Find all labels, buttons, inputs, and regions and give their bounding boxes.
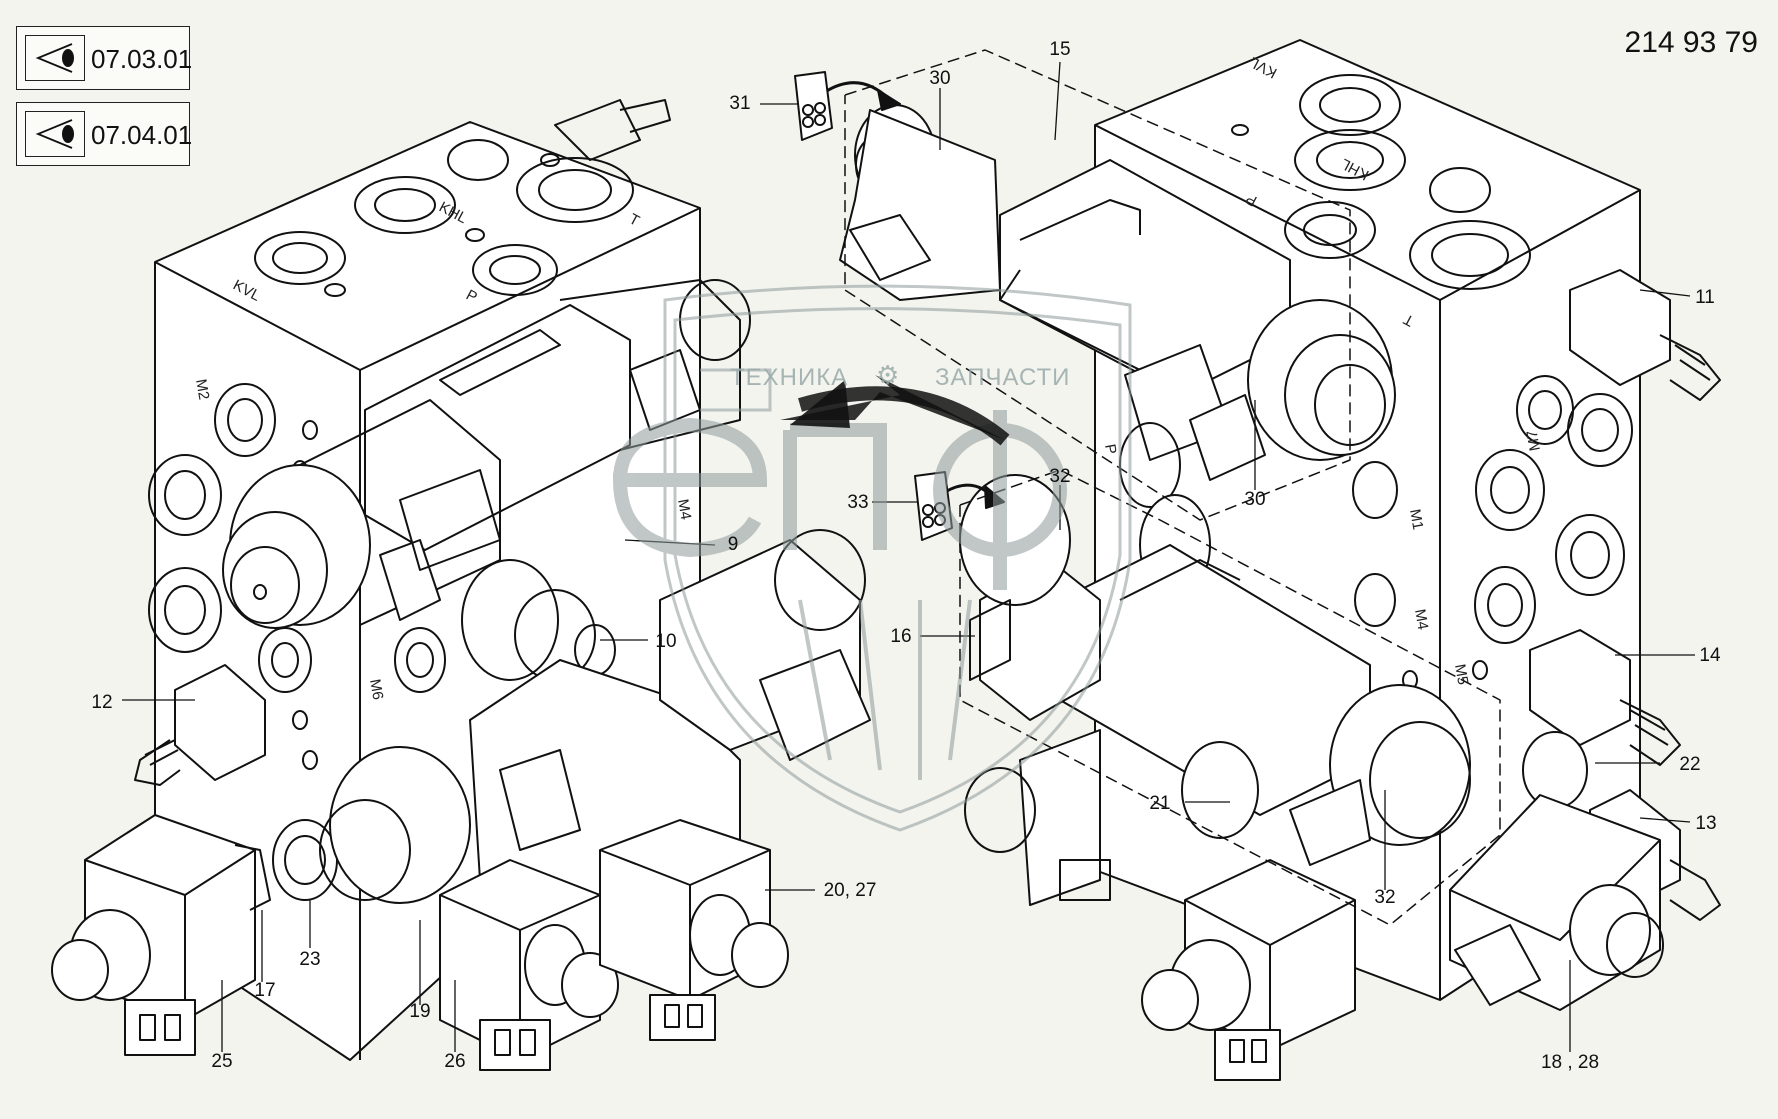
gear-icon: ⚙ [876, 360, 900, 390]
callout-18-28[interactable]: 18 , 28 [1540, 1052, 1600, 1073]
view-eye-icon [25, 111, 85, 157]
svg-text:M1: M1 [1406, 508, 1426, 531]
coil-20-27 [599, 819, 789, 1041]
callout-20-27[interactable]: 20, 27 [823, 880, 877, 901]
callout-31[interactable]: 31 [729, 93, 751, 114]
svg-text:M5: M5 [1451, 663, 1471, 686]
lower-solenoid-assembly [959, 474, 1471, 906]
callout-25[interactable]: 25 [211, 1051, 233, 1072]
coil-25 [51, 814, 271, 1056]
assembly-outline-15 [844, 49, 1501, 926]
callout-16[interactable]: 16 [890, 626, 912, 647]
callout-12[interactable]: 12 [91, 692, 113, 713]
callout-15[interactable]: 15 [1049, 39, 1071, 60]
view-eye-icon [25, 35, 85, 81]
svg-text:M4: M4 [674, 498, 694, 521]
callout-10[interactable]: 10 [655, 631, 677, 652]
svg-text:P: P [1101, 443, 1119, 456]
reference-view-box[interactable]: 07.03.01 [16, 26, 193, 90]
coil-26 [439, 859, 619, 1071]
callout-30[interactable]: 30 [929, 68, 951, 89]
reference-view-code: 07.04.01 [91, 120, 193, 150]
callout-19[interactable]: 19 [409, 1001, 431, 1022]
watermark-text-right: ЗАПЧАСТИ [935, 364, 1071, 391]
svg-text:M7: M7 [1524, 429, 1544, 452]
callout-14[interactable]: 14 [1699, 645, 1721, 666]
callout-26[interactable]: 26 [444, 1051, 466, 1072]
svg-text:M2: M2 [192, 378, 212, 401]
callout-21[interactable]: 21 [1149, 793, 1171, 814]
reference-view-box[interactable]: 07.04.01 [16, 102, 193, 166]
coil-lower-right [1141, 859, 1356, 1081]
callout-32[interactable]: 32 [1374, 887, 1396, 908]
watermark-text-left: ТЕХНИКА [730, 364, 849, 391]
svg-text:M4: M4 [1411, 608, 1431, 631]
callout-33[interactable]: 33 [847, 492, 869, 513]
drawing-number: 214 93 79 [1624, 26, 1758, 59]
callout-13[interactable]: 13 [1695, 813, 1717, 834]
callout-30[interactable]: 30 [1244, 489, 1266, 510]
callout-32[interactable]: 32 [1049, 466, 1071, 487]
leader-lines [122, 61, 1695, 1052]
callout-17[interactable]: 17 [254, 980, 276, 1001]
svg-text:M6: M6 [366, 678, 386, 701]
callout-11[interactable]: 11 [1695, 287, 1715, 308]
reference-view-code: 07.03.01 [91, 44, 193, 74]
callout-23[interactable]: 23 [299, 949, 321, 970]
callout-22[interactable]: 22 [1679, 754, 1701, 775]
callout-9[interactable]: 9 [727, 534, 739, 555]
